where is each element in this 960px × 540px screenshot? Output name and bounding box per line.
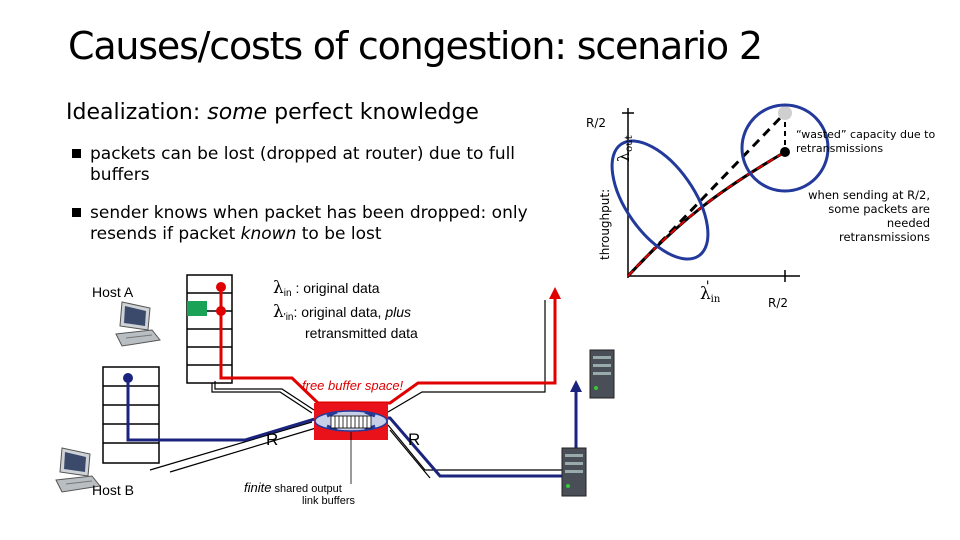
- lambda-plus: plus: [385, 304, 412, 320]
- y-axis-text: throughput:: [598, 188, 612, 260]
- free-buffer-label: free buffer space!: [302, 378, 404, 393]
- actual-curve: [626, 150, 786, 278]
- bullet-text: packets can be lost (dropped at router) …: [90, 144, 516, 185]
- router-r-right: R: [408, 430, 421, 449]
- host-a-buffer: [186, 274, 233, 384]
- retransmitted-label: retransmitted data: [305, 325, 418, 341]
- finite-buffer-label: finite shared output: [244, 480, 342, 495]
- lambda-in-sub-label: in: [283, 288, 292, 299]
- bullet-text-b: to be lost: [296, 224, 382, 244]
- lambda-out-sub: out: [624, 135, 635, 152]
- highlight-circle: [740, 103, 830, 193]
- subheading-prefix: Idealization:: [66, 100, 208, 125]
- bullet-text-em: known: [240, 224, 297, 244]
- host-b-computer-icon: [55, 447, 101, 493]
- red-source-dot-2: [216, 306, 226, 316]
- subheading-suffix: perfect knowledge: [267, 100, 479, 125]
- buffered-packet: [187, 301, 207, 316]
- x-axis-symbol: λ'in: [700, 279, 721, 305]
- bullet-sender-knows: sender knows when packet has been droppe…: [72, 203, 530, 245]
- finite-text: finite: [244, 480, 272, 495]
- wasted-capacity-note: “wasted” capacity due to retransmissions: [796, 128, 936, 155]
- host-a-computer-icon: [115, 301, 161, 347]
- page-title: Causes/costs of congestion: scenario 2: [68, 24, 763, 68]
- lambda-symbol-2: λ: [273, 302, 284, 322]
- server-icon-bottom: [561, 447, 587, 497]
- lambda-in-sub: in: [710, 294, 721, 305]
- lambda-in-text: : original data: [291, 280, 380, 296]
- retransmission-note: when sending at R/2, some packets are ne…: [808, 188, 930, 244]
- bullet-text-a: sender knows when packet has been droppe…: [90, 203, 528, 244]
- lambda-in-prime-label: λ'in: original data, plus: [273, 302, 411, 323]
- lambda-in-symbol: λ: [700, 284, 711, 304]
- red-flow-arrow: [549, 287, 561, 299]
- ideal-point: [778, 106, 792, 120]
- blue-flow-arrow: [570, 380, 582, 392]
- bullet-marker: [72, 208, 81, 217]
- lambda-out-symbol: λ: [614, 151, 633, 162]
- actual-curve-red: [627, 151, 786, 277]
- lambda-in-label: λin : original data: [273, 278, 380, 299]
- lambda-in-prime-text: : original data,: [293, 304, 386, 320]
- highlight-ellipse: [610, 139, 710, 261]
- subheading-emphasis: some: [207, 100, 268, 125]
- y-axis-label: throughput:: [598, 189, 612, 260]
- blue-source-dot: [123, 373, 133, 383]
- y-axis-symbol: λout: [614, 135, 635, 162]
- actual-point: [780, 147, 790, 157]
- lambda-in-prime: ': [705, 279, 710, 295]
- host-a-label: Host A: [92, 284, 134, 300]
- x-tick-label: R/2: [768, 296, 789, 310]
- host-b-buffer: [102, 366, 160, 464]
- bullet-marker: [72, 149, 81, 158]
- host-b-label: Host B: [92, 482, 135, 498]
- lambda-in-prime-sub: 'in: [283, 312, 294, 323]
- network-links: [149, 300, 580, 479]
- red-source-dot: [216, 282, 226, 292]
- subheading: Idealization: some perfect knowledge: [66, 100, 479, 125]
- shared-output-text: shared output: [271, 483, 342, 495]
- server-icon-top: [589, 349, 615, 399]
- y-tick-label: R/2: [586, 116, 607, 130]
- lambda-symbol: λ: [273, 278, 284, 298]
- router-r-left: R: [266, 430, 279, 449]
- bullet-packets-lost: packets can be lost (dropped at router) …: [72, 144, 530, 186]
- link-buffers-label: link buffers: [302, 495, 355, 507]
